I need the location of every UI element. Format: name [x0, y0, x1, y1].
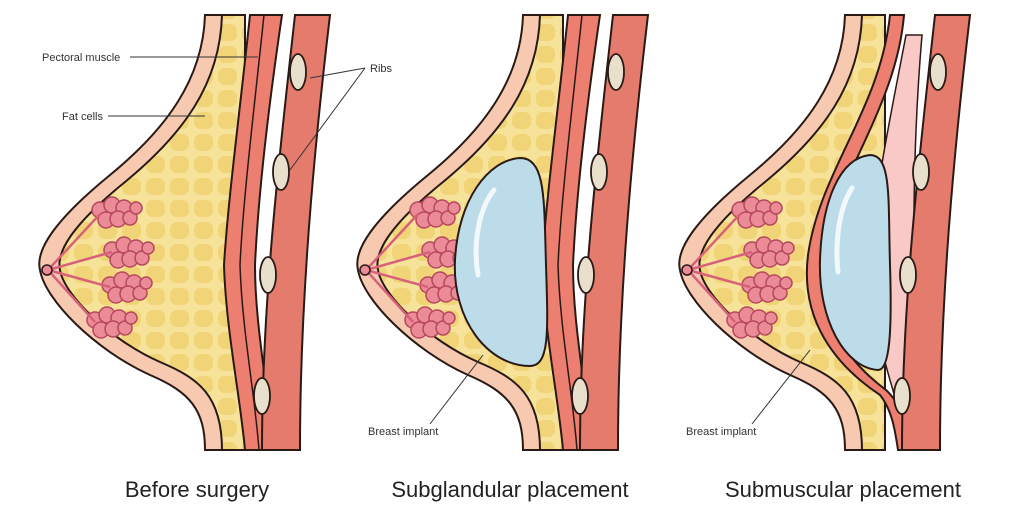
panel-subglandular: Breast implant Subglandular placement [356, 14, 649, 502]
caption-submuscular: Submuscular placement [725, 477, 961, 502]
breast-implant-label: Breast implant [368, 426, 438, 438]
mammary-glands [359, 196, 473, 339]
mammary-glands [41, 196, 155, 339]
breast-implant [453, 156, 549, 368]
mammary-glands [681, 196, 795, 339]
rib-bones [253, 53, 307, 415]
panel-submuscular: Breast implant Submuscular placement [678, 14, 971, 502]
ribs-label: Ribs [370, 63, 393, 75]
caption-subglandular: Subglandular placement [391, 477, 628, 502]
caption-before-surgery: Before surgery [125, 477, 269, 502]
pectoral-muscle-label: Pectoral muscle [42, 52, 120, 64]
fat-cells-label: Fat cells [62, 111, 103, 123]
panel-before-surgery: Pectoral muscle Fat cells Ribs Before su… [38, 14, 393, 502]
implant-callout-line [429, 354, 484, 425]
rib-bones [571, 53, 625, 415]
implant-callout-line [751, 349, 811, 425]
rib-bones [893, 53, 947, 415]
breast-implant [818, 153, 892, 372]
breast-implant-label: Breast implant [686, 426, 756, 438]
fat-layer [58, 14, 246, 451]
callout-lines [108, 56, 366, 171]
